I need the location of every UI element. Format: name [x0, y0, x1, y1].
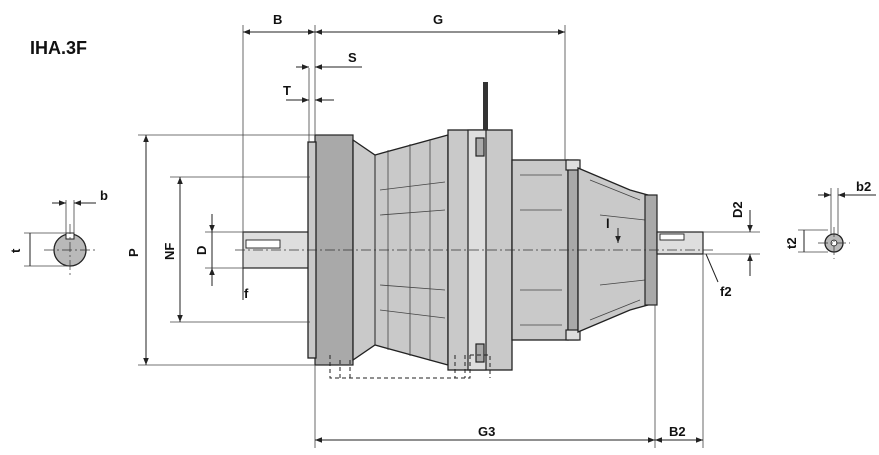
dim-B2-label: B2 [669, 424, 686, 439]
dim-D-label: D [194, 246, 209, 255]
input-shaft-section [24, 200, 96, 276]
dim-D2-label: D2 [730, 201, 745, 218]
extension-lines [138, 25, 760, 448]
dim-B-label: B [273, 12, 282, 27]
dim-t2-label: t2 [784, 237, 799, 249]
dim-S-label: S [348, 50, 357, 65]
dim-NF-label: NF [162, 243, 177, 260]
dim-P-label: P [126, 248, 141, 257]
dim-G3-label: G3 [478, 424, 495, 439]
dim-f2-label: f2 [720, 284, 732, 299]
dim-l-label: l [606, 216, 610, 231]
dim-f-label: f [244, 286, 249, 301]
dim-T-label: T [283, 83, 291, 98]
dim-t-label: t [8, 248, 23, 253]
dim-G-label: G [433, 12, 443, 27]
dim-b2-label: b2 [856, 179, 871, 194]
dim-b-label: b [100, 188, 108, 203]
output-shaft-section [798, 188, 876, 259]
model-title: IHA.3F [30, 38, 88, 58]
gearmotor-body [235, 82, 715, 379]
dimension-lines [143, 29, 753, 443]
